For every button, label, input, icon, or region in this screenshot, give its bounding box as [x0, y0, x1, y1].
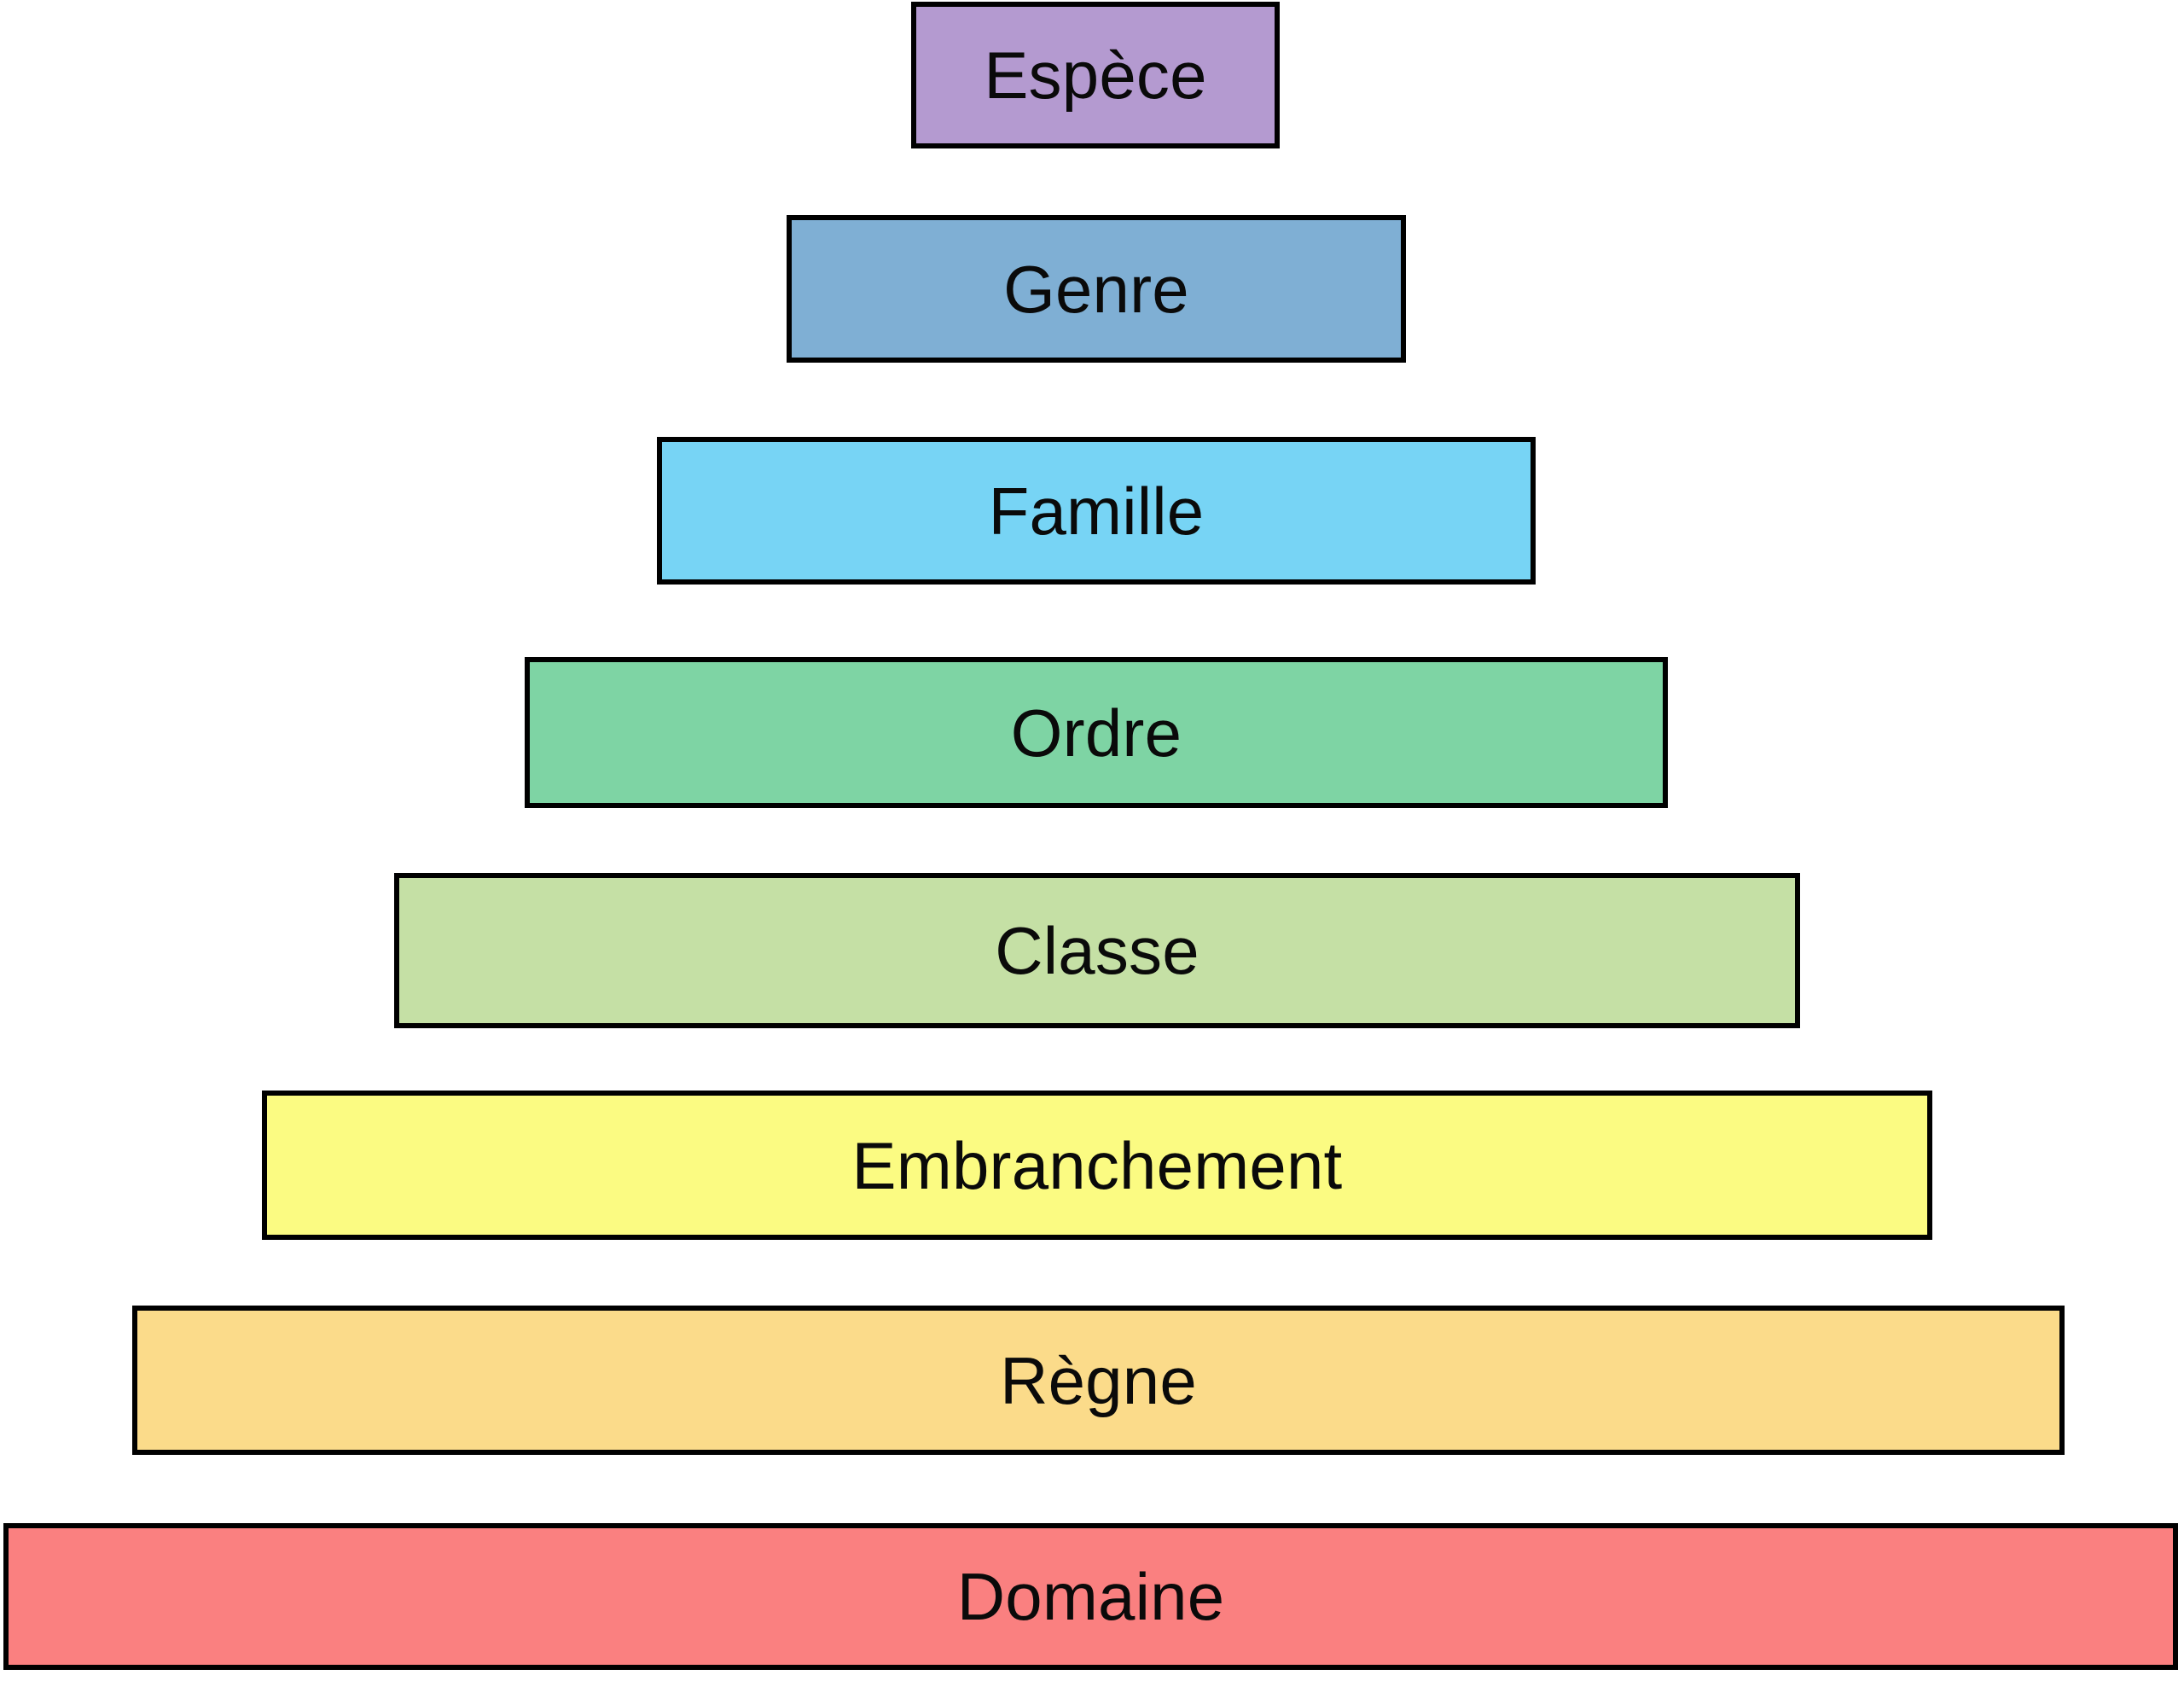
rank-label-embranchement: Embranchement	[851, 1127, 1343, 1203]
rank-label-famille: Famille	[988, 473, 1205, 549]
rank-label-genre: Genre	[1003, 251, 1189, 327]
rank-label-espece: Espèce	[984, 38, 1207, 113]
rank-bar-classe[interactable]: Classe	[394, 873, 1800, 1028]
rank-bar-ordre[interactable]: Ordre	[525, 657, 1668, 808]
rank-bar-famille[interactable]: Famille	[657, 437, 1536, 585]
rank-label-classe: Classe	[995, 913, 1199, 988]
rank-bar-regne[interactable]: Règne	[132, 1306, 2065, 1455]
rank-bar-embranchement[interactable]: Embranchement	[262, 1091, 1932, 1240]
rank-label-ordre: Ordre	[1010, 695, 1182, 771]
rank-label-domaine: Domaine	[956, 1559, 1225, 1634]
rank-label-regne: Règne	[1000, 1342, 1197, 1418]
rank-bar-domaine[interactable]: Domaine	[3, 1523, 2178, 1670]
rank-bar-genre[interactable]: Genre	[787, 215, 1406, 363]
rank-bar-espece[interactable]: Espèce	[911, 2, 1280, 148]
